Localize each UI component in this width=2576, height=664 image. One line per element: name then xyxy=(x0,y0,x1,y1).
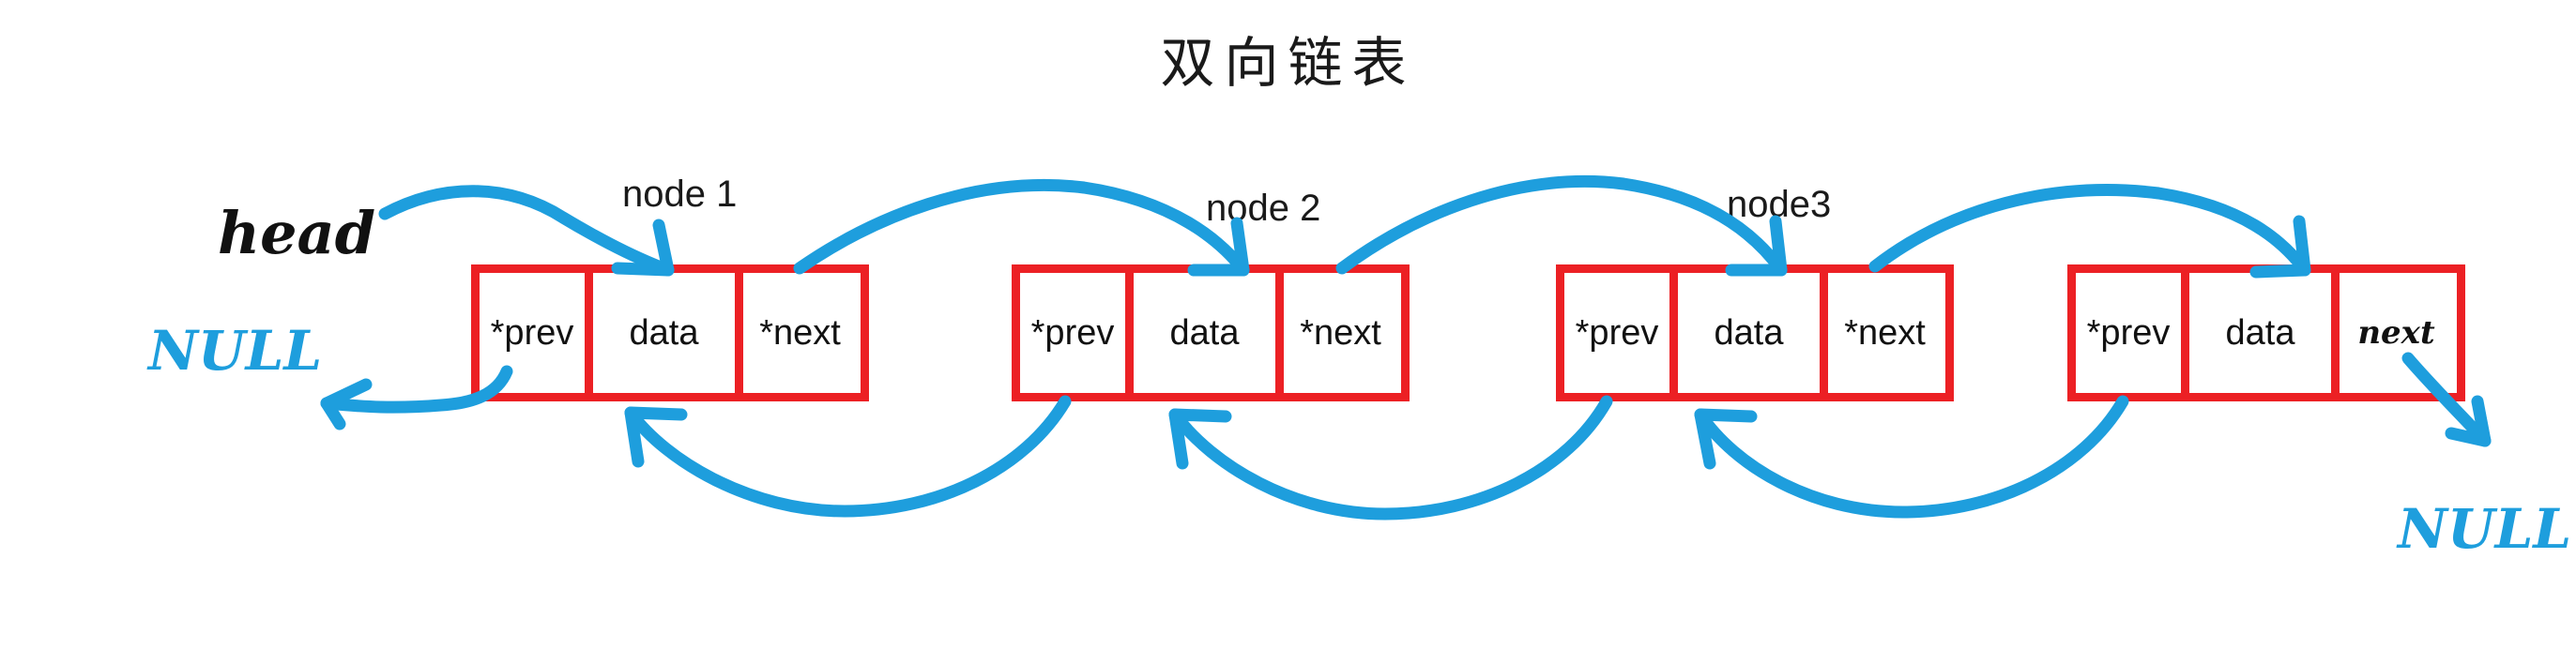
arrow-node4prev-to-node3data xyxy=(1694,395,2129,519)
arrow-node2prev-to-node1data-head xyxy=(624,406,688,468)
arrow-node1next-to-node2data xyxy=(793,179,1250,277)
arrow-node3prev-to-node2data-head xyxy=(1168,408,1232,470)
arrow-head-to-node1-head xyxy=(611,219,675,277)
arrow-node4prev-to-node3data-head xyxy=(1694,408,1758,470)
arrow-node3next-to-node4data xyxy=(1868,184,2311,277)
null-left-label: NULL xyxy=(148,319,323,383)
node-box-2: *prev data *next xyxy=(1012,264,1410,401)
node-box-1: *prev data *next xyxy=(471,264,869,401)
arrow-node1next-to-node2data-head xyxy=(1187,217,1250,277)
node-box-4: *prev data next xyxy=(2067,264,2465,401)
arrow-node2prev-to-node1data xyxy=(624,395,1072,518)
node-3-cell-data: data xyxy=(1669,273,1820,393)
node-3-cell-next: *next xyxy=(1820,273,1942,393)
node-2-cell-next: *next xyxy=(1275,273,1397,393)
node-2-cell-data: data xyxy=(1125,273,1275,393)
node-4-cell-prev: *prev xyxy=(2076,273,2181,393)
page-title: 双向链表 xyxy=(1160,33,1416,94)
node-2-cell-prev: *prev xyxy=(1020,273,1125,393)
head-pointer-label: head xyxy=(218,199,376,267)
node-label-3: node3 xyxy=(1727,184,1832,225)
null-right-label: NULL xyxy=(2398,497,2572,561)
node-4-cell-next: next xyxy=(2331,273,2453,393)
arrow-node2next-to-node3data-head xyxy=(1725,215,1788,277)
arrow-node3prev-to-node2data xyxy=(1168,395,1613,521)
node-1-cell-next: *next xyxy=(735,273,857,393)
node-1-cell-data: data xyxy=(585,273,735,393)
node-label-2: node 2 xyxy=(1206,188,1321,229)
node-box-3: *prev data *next xyxy=(1556,264,1954,401)
node-4-cell-data: data xyxy=(2181,273,2331,393)
node-1-cell-prev: *prev xyxy=(480,273,585,393)
arrow-node4next-to-null-right-head xyxy=(2445,395,2492,447)
node-label-1: node 1 xyxy=(622,174,738,215)
node-3-cell-prev: *prev xyxy=(1564,273,1669,393)
arrow-node2next-to-node3data xyxy=(1335,175,1788,277)
arrow-node1prev-to-null-left-head xyxy=(320,378,373,430)
